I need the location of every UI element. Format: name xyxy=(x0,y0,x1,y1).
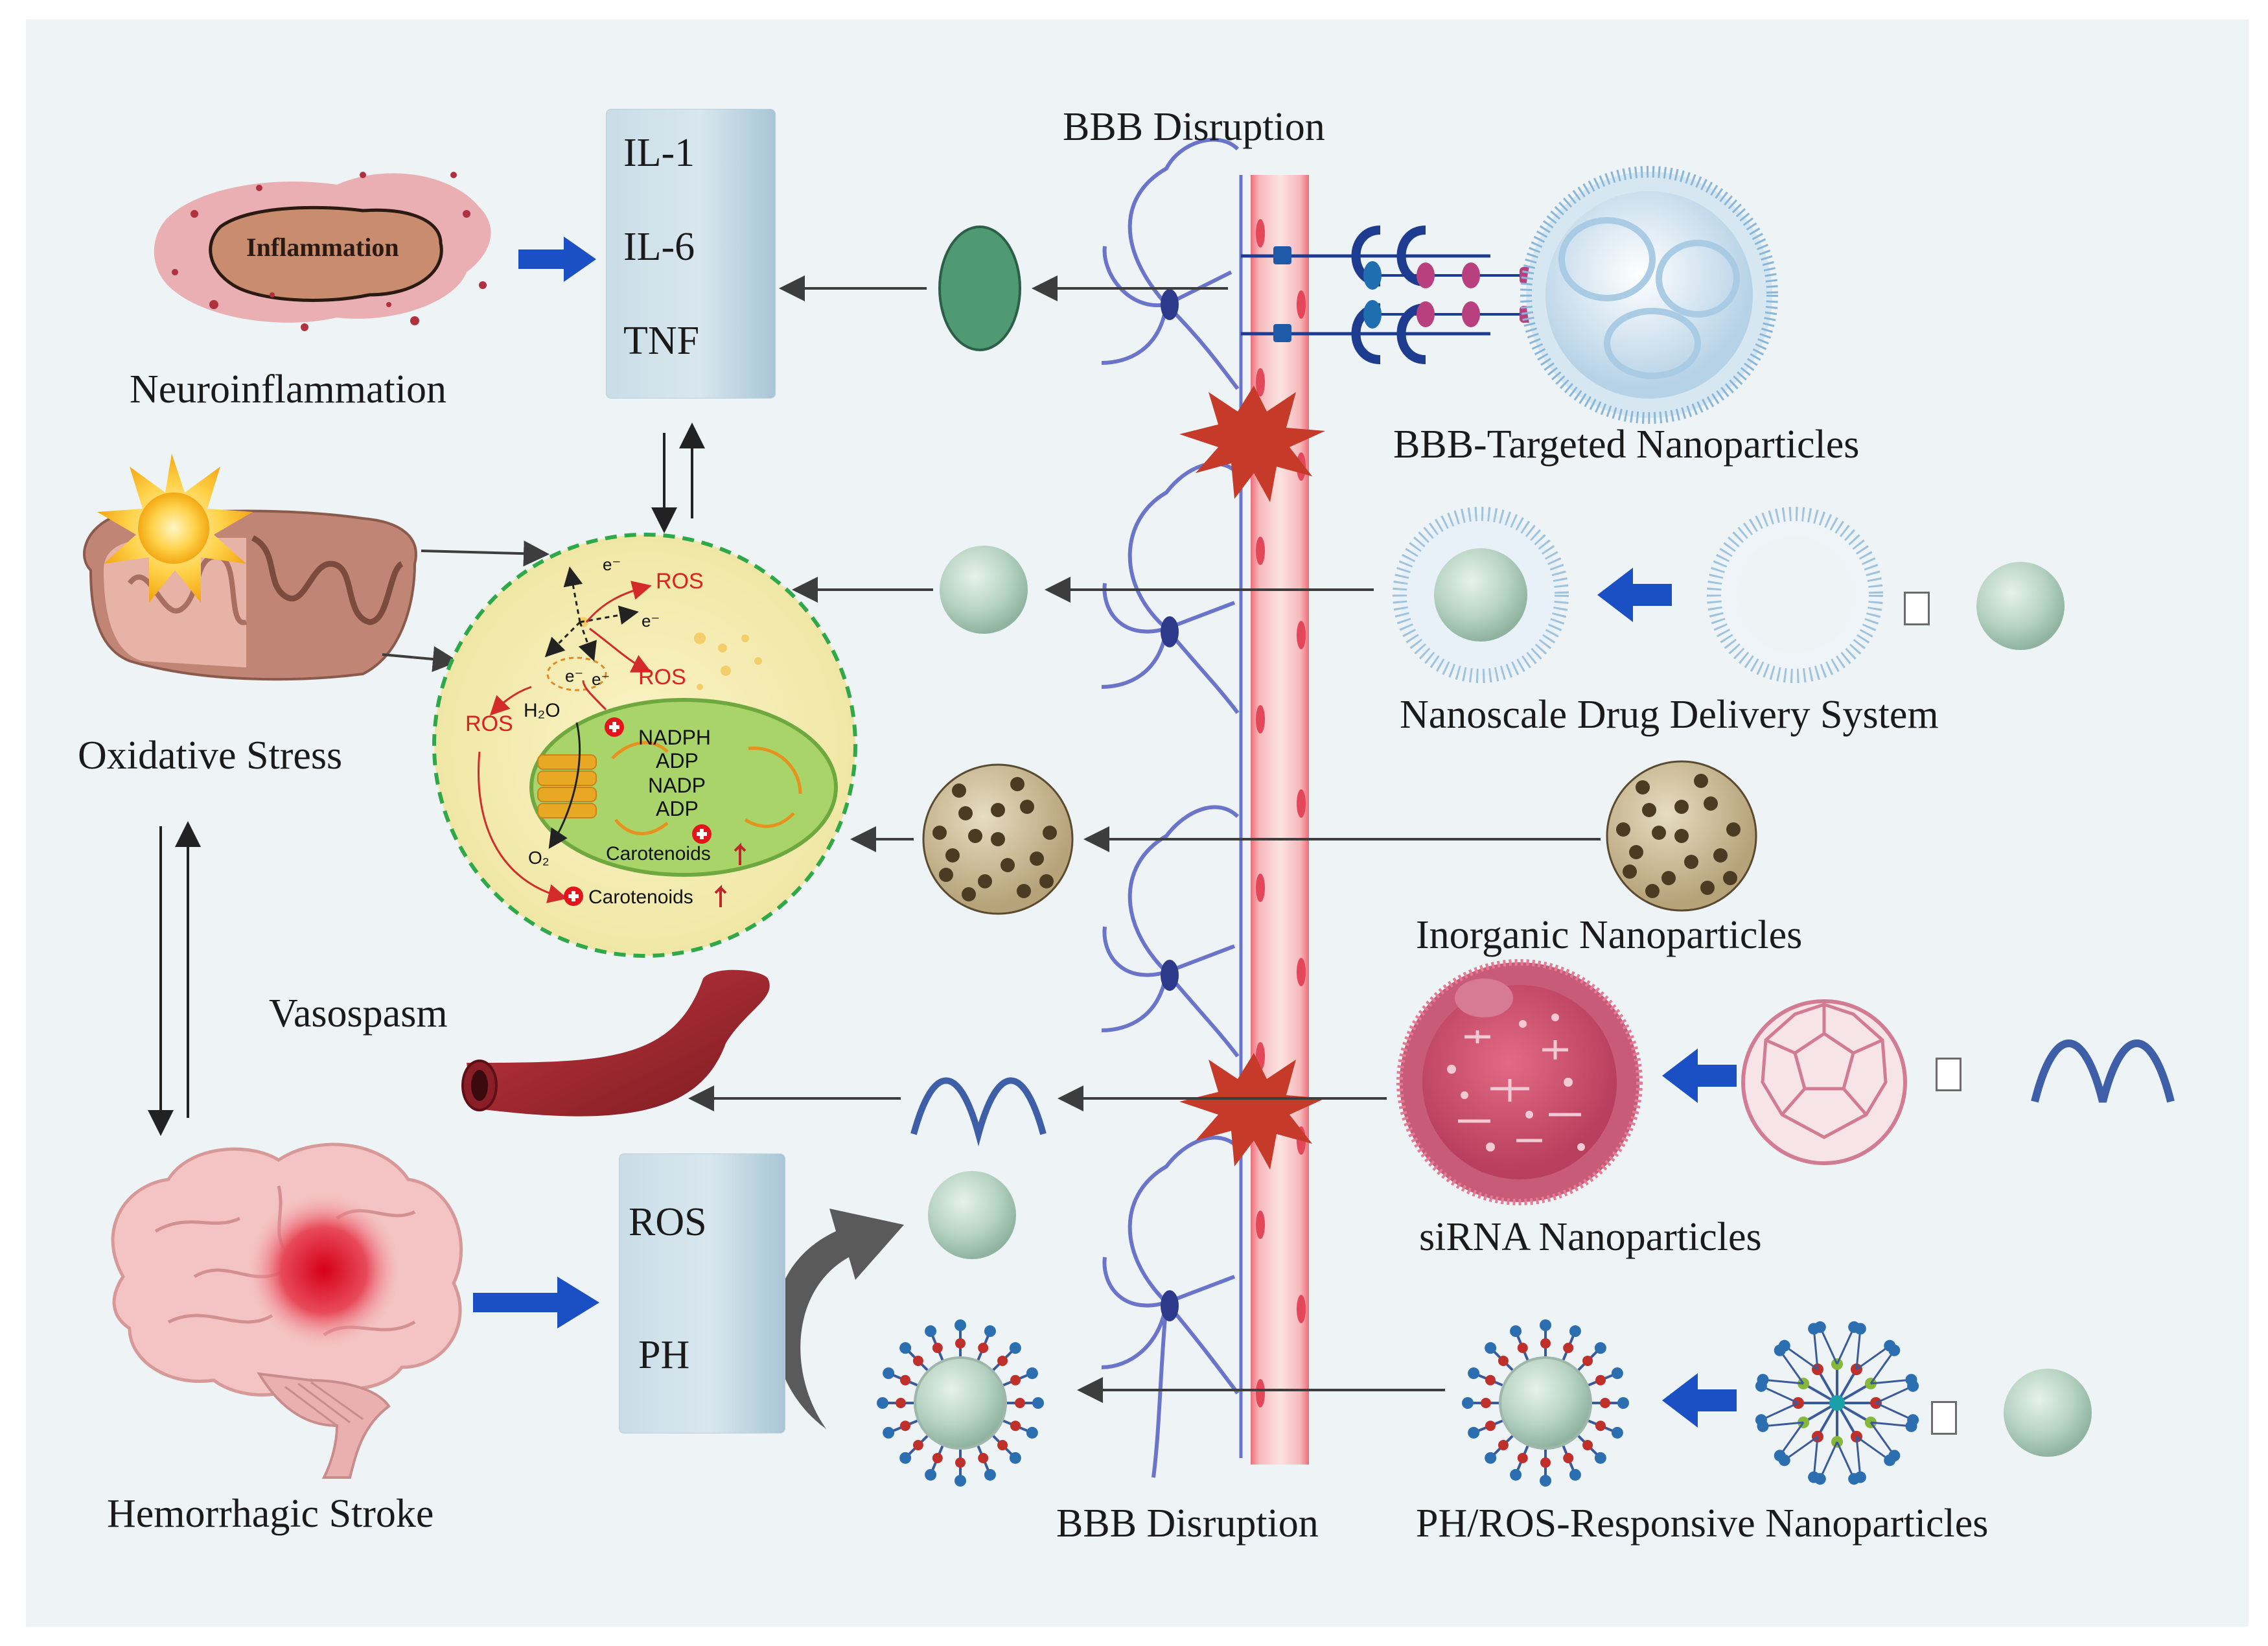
vasospasm-vessel xyxy=(461,969,770,1117)
label-ph-ros: PH/ROS-Responsive Nanoparticles xyxy=(1416,1501,1989,1546)
metabolite-adp-1: ADP xyxy=(656,749,699,772)
label-oxidative-stress: Oxidative Stress xyxy=(78,734,343,778)
sirna-wave-small xyxy=(910,1077,1047,1146)
green-oval-particle xyxy=(938,226,1021,351)
inorganic-particle-small xyxy=(922,763,1074,915)
cytokine-tnf: TNF xyxy=(623,319,700,363)
cytokine-il6: IL-6 xyxy=(623,225,695,269)
liposome-core xyxy=(1434,548,1527,642)
marker-ph: PH xyxy=(638,1333,690,1377)
bbb-damage-burst-top xyxy=(1179,386,1325,502)
metabolite-adp-2: ADP xyxy=(656,797,699,820)
e-label-4: e⁻ xyxy=(592,669,610,689)
blue-arrow-row5 xyxy=(1662,1373,1737,1428)
blue-arrow-row4 xyxy=(1662,1049,1737,1103)
drug-particle-row2 xyxy=(940,546,1028,634)
fullerene-carrier xyxy=(1741,999,1907,1165)
marker-ros: ROS xyxy=(629,1200,707,1244)
blue-arrow-inflammation xyxy=(518,237,596,282)
label-vasospasm: Vasospasm xyxy=(269,991,448,1036)
oxidative-cell-diagram xyxy=(432,533,857,958)
ph-ros-carrier-left xyxy=(877,1319,1044,1487)
sirna-wave-large xyxy=(2031,1039,2175,1103)
mitochondrion-illustration xyxy=(83,509,417,681)
free-drug-row5 xyxy=(2004,1369,2092,1457)
ros-label-1: ROS xyxy=(656,569,704,594)
ros-label-3: ROS xyxy=(465,712,513,736)
carotenoids-outer: Carotenoids xyxy=(588,887,693,908)
cytokine-box xyxy=(606,109,776,399)
astrocyte-nuclei xyxy=(1161,289,1179,1321)
arrow-mito-to-cell-2 xyxy=(382,646,459,673)
astrocyte-network xyxy=(1101,137,1243,1478)
cytokine-il1: IL-1 xyxy=(623,131,695,175)
liposome-empty-core xyxy=(1737,537,1853,653)
inflammation-tag: Inflammation xyxy=(246,233,399,262)
stroke-marker-box xyxy=(619,1153,785,1433)
inorganic-particle-large xyxy=(1606,760,1757,912)
sun-burst-icon xyxy=(97,454,253,603)
free-drug-row2 xyxy=(1976,562,2065,650)
plus-placeholder-row4 xyxy=(1936,1058,1961,1091)
label-neuroinflammation: Neuroinflammation xyxy=(130,367,446,412)
brain-illustration xyxy=(111,1142,463,1479)
e-label-2: e⁻ xyxy=(642,611,660,631)
plus-placeholder-row5 xyxy=(1931,1401,1957,1435)
label-inorganic: Inorganic Nanoparticles xyxy=(1416,913,1803,957)
label-bbb-disruption-top: BBB Disruption xyxy=(1063,105,1325,149)
blue-arrow-stroke xyxy=(473,1277,599,1328)
metabolite-nadp: NADP xyxy=(648,774,706,797)
label-nanoscale-dds: Nanoscale Drug Delivery System xyxy=(1400,693,1939,737)
ros-label-2: ROS xyxy=(638,665,686,690)
label-hemorrhagic-stroke: Hemorrhagic Stroke xyxy=(107,1492,434,1536)
bbb-targeted-nanoparticle xyxy=(1520,166,1778,424)
label-sirna: siRNA Nanoparticles xyxy=(1419,1215,1762,1259)
bbb-damage-burst-bottom xyxy=(1179,1053,1325,1170)
plus-placeholder-row2 xyxy=(1904,592,1930,625)
o2-label: O₂ xyxy=(528,848,550,868)
label-bbb-targeted: BBB-Targeted Nanoparticles xyxy=(1393,423,1860,467)
blue-arrow-row2 xyxy=(1597,568,1672,622)
release-curved-arrow xyxy=(774,1209,904,1429)
label-bbb-disruption-bottom: BBB Disruption xyxy=(1056,1501,1319,1546)
sirna-nanoparticle xyxy=(1396,959,1643,1205)
inflammation-illustration xyxy=(154,172,491,331)
ph-ros-carrier-mid xyxy=(1462,1319,1629,1487)
dendrimer-carrier xyxy=(1755,1321,1919,1485)
h2o-label: H₂O xyxy=(524,700,561,721)
released-drug-particle xyxy=(928,1171,1016,1259)
e-label-3: e⁻ xyxy=(565,666,584,686)
carotenoids-inner: Carotenoids xyxy=(606,843,711,864)
blood-vessel-wall xyxy=(1251,175,1309,1465)
arrow-mito-to-cell-1 xyxy=(421,540,550,567)
metabolite-nadph: NADPH xyxy=(638,726,712,749)
e-label-1: e⁻ xyxy=(603,555,621,574)
